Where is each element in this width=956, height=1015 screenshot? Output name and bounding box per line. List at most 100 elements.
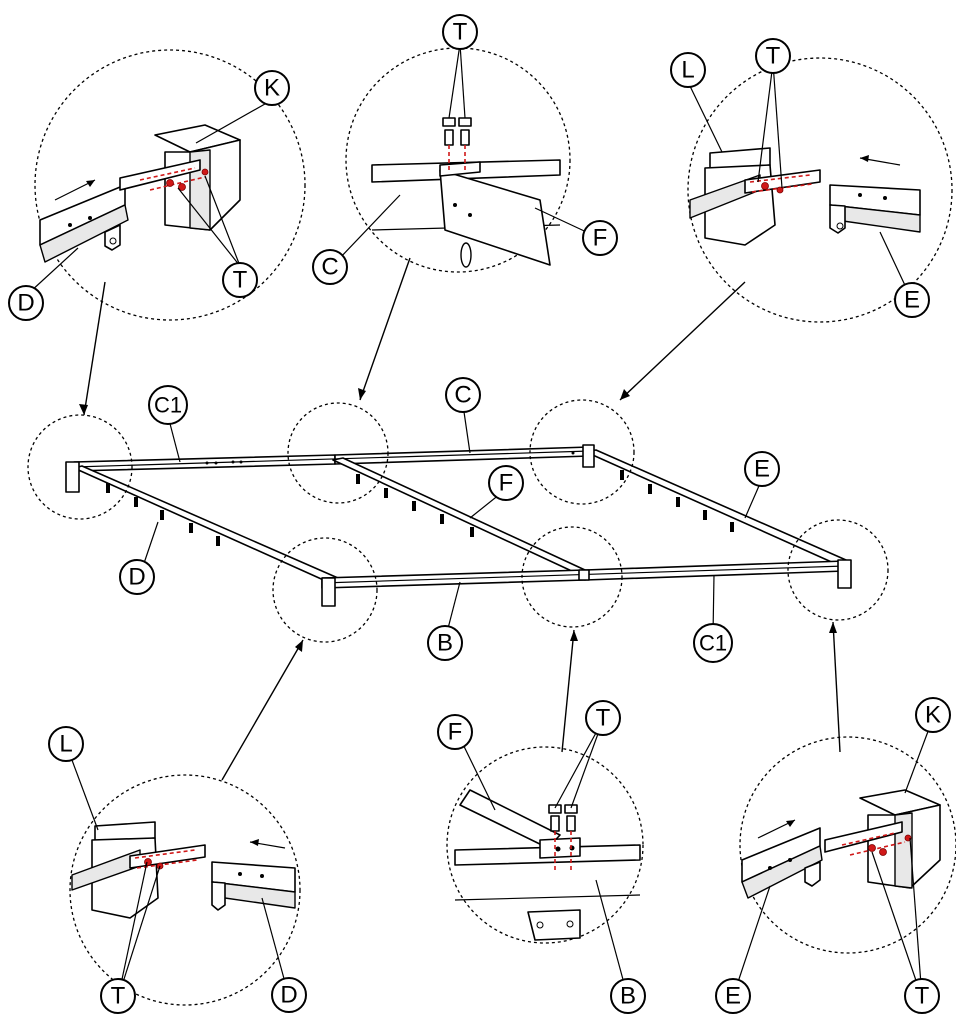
callout-label: C (454, 382, 471, 409)
detail-bottom-center (446, 746, 644, 944)
callout-T-detail-top-right: T (755, 38, 791, 74)
marker-back-left-corner (27, 414, 133, 520)
callout-D-detail-top-left: D (8, 285, 44, 321)
callout-label: E (754, 456, 770, 483)
callout-label: T (111, 983, 126, 1010)
detail-top-right (687, 57, 953, 323)
callout-C1-main-front: C1 (693, 623, 733, 663)
corner-post-back-left (65, 461, 80, 493)
rail-d-tab (211, 881, 226, 911)
detail-markers (27, 399, 889, 643)
detail-circle (687, 57, 953, 323)
leader-detail-bottom-center (561, 629, 575, 753)
rail-e-tab (804, 861, 821, 887)
rail-f-section (439, 169, 551, 266)
callout-label: T (453, 19, 468, 46)
callout-label: T (766, 43, 781, 70)
rail-back-edge (73, 450, 591, 468)
corner-post-front-right (837, 559, 852, 589)
rail-d-tab (104, 224, 121, 251)
callout-K-detail-top-left: K (254, 70, 290, 106)
rail-f-center (332, 457, 586, 574)
callout-C-detail-top-center: C (312, 249, 348, 285)
rail-d-left (73, 465, 339, 583)
marker-back-center-joint (287, 402, 389, 504)
callout-label: F (593, 225, 608, 252)
detail-circle (739, 736, 956, 954)
arrowhead (295, 640, 303, 652)
callout-E-detail-top-right: E (894, 282, 930, 318)
callout-F-detail-top-center: F (582, 220, 618, 256)
callout-T-detail-bottom-left: T (100, 978, 136, 1014)
callout-label: T (596, 705, 611, 732)
arrowhead (829, 622, 837, 633)
detail-circle (34, 49, 306, 321)
callout-label: D (17, 290, 34, 317)
callout-label: C1 (154, 393, 182, 418)
support-legs (106, 470, 734, 546)
main-frame (65, 444, 852, 607)
detail-circle (446, 746, 644, 944)
detail-top-center (345, 47, 571, 273)
callout-label: B (620, 983, 636, 1010)
callout-label: K (925, 702, 941, 729)
arrowhead (358, 388, 366, 400)
callout-label: K (264, 75, 280, 102)
bolt-pair (442, 117, 472, 172)
arrowhead (620, 389, 630, 400)
callout-label: D (280, 982, 297, 1009)
bracket-b-bottom (527, 909, 581, 941)
callout-label: F (448, 719, 463, 746)
bolt-pair (548, 804, 578, 870)
callout-F-main: F (488, 465, 524, 501)
callout-label: F (499, 470, 514, 497)
detail-bottom-right (739, 736, 956, 954)
corner-post-back-right (582, 444, 595, 468)
callout-L-detail-bottom-left: L (48, 726, 84, 762)
callout-E-main: E (744, 451, 780, 487)
callout-C-main: C (445, 377, 481, 413)
bracket-k-arm (119, 159, 201, 191)
rail-holes (205, 451, 575, 465)
callout-E-detail-bottom-right: E (715, 978, 751, 1014)
callout-label: T (915, 983, 930, 1010)
rail-e-tab (829, 204, 846, 234)
detail-circle (69, 774, 301, 1006)
arrowhead (79, 404, 88, 415)
callout-label: E (904, 287, 920, 314)
callout-label: C (321, 254, 338, 281)
callout-C1-main-back: C1 (148, 385, 188, 425)
leader-lines (79, 257, 841, 781)
detail-circle (345, 47, 571, 273)
leader-detail-top-center (359, 257, 411, 401)
marker-front-center-joint (521, 526, 623, 628)
marker-front-left-corner (272, 537, 378, 643)
detail-top-left (34, 49, 306, 321)
center-joint-front (578, 569, 590, 581)
callout-F-detail-bottom-center: F (437, 714, 473, 750)
leader-detail-bottom-left (221, 639, 304, 781)
callout-T-detail-top-center: T (442, 14, 478, 50)
callout-label: D (128, 564, 145, 591)
callout-L-detail-top-right: L (670, 52, 706, 88)
corner-post-front-left (321, 577, 336, 607)
callout-label: T (233, 267, 248, 294)
callout-B-detail-bottom-center: B (610, 978, 646, 1014)
callout-label: E (725, 983, 741, 1010)
detail-bottom-left (69, 774, 301, 1006)
callout-label: L (681, 57, 694, 84)
joint-plate (439, 161, 481, 177)
rail-e-right (585, 449, 847, 565)
callout-B-main: B (427, 625, 463, 661)
callout-label: B (437, 630, 453, 657)
callout-label: C1 (699, 631, 727, 656)
leader-detail-bottom-right (832, 621, 841, 753)
leader-detail-top-left (83, 281, 106, 416)
marker-front-right-corner (787, 519, 889, 621)
callout-label: L (59, 731, 72, 758)
arrowhead (570, 630, 578, 641)
callout-T-detail-bottom-right: T (904, 978, 940, 1014)
callout-T-detail-top-left: T (222, 262, 258, 298)
